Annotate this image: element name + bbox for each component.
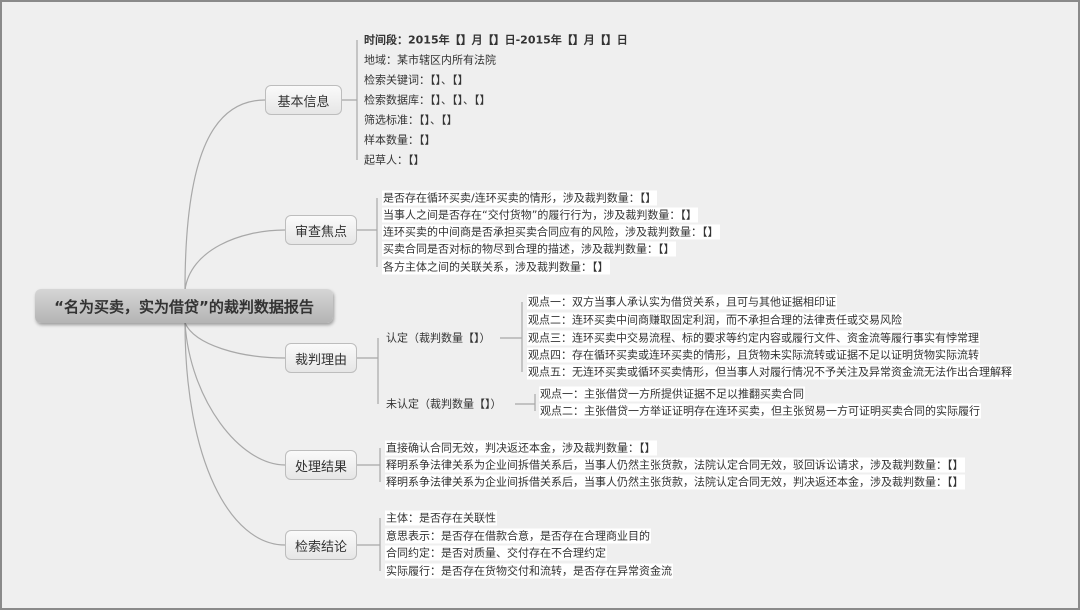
branch-judgment-reason[interactable]: 裁判理由 <box>285 343 357 373</box>
leaf-result-1[interactable]: 直接确认合同无效，判决返还本金，涉及裁判数量：【】 <box>385 440 657 456</box>
leaf-basic-1[interactable]: 时间段：2015年【】月【】日-2015年【】月【】日 <box>364 33 628 47</box>
subbranch-affirmed[interactable]: 认定（裁判数量【】） <box>386 331 491 345</box>
leaf-basic-4[interactable]: 检索数据库：【】、【】、【】 <box>364 93 491 107</box>
branch-basic-info[interactable]: 基本信息 <box>265 85 342 115</box>
leaf-focus-3[interactable]: 连环买卖的中间商是否承担买卖合同应有的风险，涉及裁判数量：【】 <box>382 224 720 240</box>
leaf-conclusion-1[interactable]: 主体：是否存在关联性 <box>385 510 497 526</box>
leaf-conclusion-4[interactable]: 实际履行：是否存在货物交付和流转，是否存在异常资金流 <box>385 563 673 579</box>
leaf-result-2[interactable]: 释明系争法律关系为企业间拆借关系后，当事人仍然主张货款，法院认定合同无效，驳回诉… <box>385 457 965 473</box>
leaf-basic-6[interactable]: 样本数量：【】 <box>364 133 436 147</box>
leaf-deny-2[interactable]: 观点二：主张借贷一方举证证明存在连环买卖，但主张贸易一方可证明买卖合同的实际履行 <box>539 403 981 419</box>
leaf-basic-5[interactable]: 筛选标准：【】、【】 <box>364 113 458 127</box>
branch-handling-result[interactable]: 处理结果 <box>285 450 357 480</box>
leaf-focus-5[interactable]: 各方主体之间的关联关系，涉及裁判数量：【】 <box>382 259 610 275</box>
leaf-basic-7[interactable]: 起草人：【】 <box>364 153 425 167</box>
leaf-focus-1[interactable]: 是否存在循环买卖/连环买卖的情形，涉及裁判数量：【】 <box>382 190 658 206</box>
root-node[interactable]: “名为买卖，实为借贷”的裁判数据报告 <box>35 289 333 323</box>
branch-search-conclusion[interactable]: 检索结论 <box>285 530 357 560</box>
leaf-basic-3[interactable]: 检索关键词：【】、【】 <box>364 73 469 87</box>
leaf-conclusion-2[interactable]: 意思表示：是否存在借款合意，是否存在合理商业目的 <box>385 528 651 544</box>
leaf-conclusion-3[interactable]: 合同约定：是否对质量、交付存在不合理约定 <box>385 545 607 561</box>
leaf-affirm-4[interactable]: 观点四：存在循环买卖或连环买卖的情形，且货物未实际流转或证据不足以证明货物实际流… <box>527 347 980 363</box>
leaf-basic-2[interactable]: 地域：某市辖区内所有法院 <box>364 53 496 67</box>
leaf-focus-2[interactable]: 当事人之间是否存在“交付货物”的履行行为，涉及裁判数量：【】 <box>382 207 698 223</box>
leaf-affirm-2[interactable]: 观点二：连环买卖中间商赚取固定利润，而不承担合理的法律责任或交易风险 <box>527 312 903 328</box>
leaf-affirm-1[interactable]: 观点一：双方当事人承认实为借贷关系，且可与其他证据相印证 <box>527 294 837 310</box>
branch-review-focus[interactable]: 审查焦点 <box>285 215 357 245</box>
subbranch-not-affirmed[interactable]: 未认定（裁判数量【】） <box>386 397 502 411</box>
leaf-result-3[interactable]: 释明系争法律关系为企业间拆借关系后，当事人仍然主张货款，法院认定合同无效，判决返… <box>385 474 965 490</box>
leaf-focus-4[interactable]: 买卖合同是否对标的物尽到合理的描述，涉及裁判数量：【】 <box>382 241 676 257</box>
leaf-affirm-3[interactable]: 观点三：连环买卖中交易流程、标的要求等约定内容或履行文件、资金流等履行事实有悖常… <box>527 330 980 346</box>
leaf-affirm-5[interactable]: 观点五：无连环买卖或循环买卖情形，但当事人对履行情况不予关注及异常资金流无法作出… <box>527 364 1013 380</box>
leaf-deny-1[interactable]: 观点一：主张借贷一方所提供证据不足以推翻买卖合同 <box>539 386 805 402</box>
